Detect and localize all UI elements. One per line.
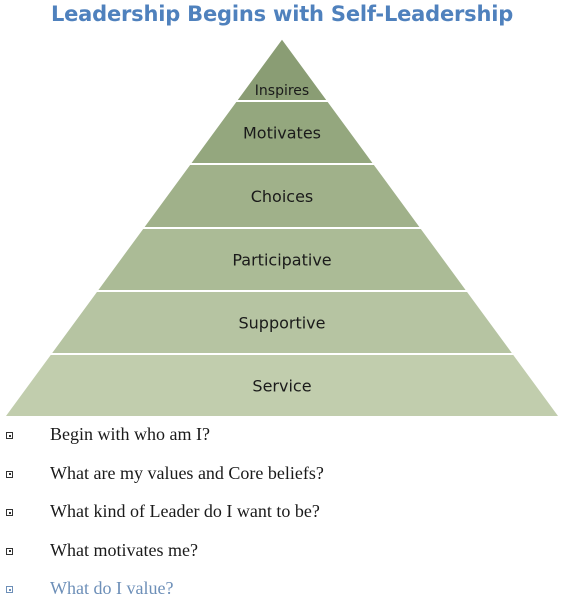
square-bullet-icon [6, 547, 13, 555]
square-bullet-icon [6, 470, 13, 478]
square-bullet-icon [6, 432, 13, 439]
bullet-text: What kind of Leader do I want to be? [50, 501, 320, 521]
pyramid-tier-label: Participative [232, 251, 331, 270]
bullet-list: Begin with who am I? What are my values … [0, 418, 564, 611]
page-title: Leadership Begins with Self-Leadership [50, 2, 514, 26]
pyramid-tier-label: Service [252, 377, 311, 396]
pyramid-tier-label: Inspires [255, 83, 309, 99]
leadership-pyramid: InspiresMotivatesChoicesParticipativeSup… [2, 36, 562, 418]
bullet-text: Begin with who am I? [50, 424, 210, 444]
list-item: What motivates me? [0, 534, 564, 573]
pyramid-tier [2, 353, 562, 418]
pyramid-tier-label: Choices [251, 187, 314, 206]
square-bullet-icon [6, 586, 13, 593]
list-item: What do I value? [0, 572, 564, 611]
bullet-text: What do I value? [50, 578, 174, 598]
pyramid-tier-label: Motivates [243, 124, 321, 143]
bullet-text: What motivates me? [50, 539, 198, 560]
list-item: Begin with who am I? [0, 418, 564, 457]
square-bullet-icon [6, 509, 13, 516]
bullet-text: What are my values and Core beliefs? [50, 462, 324, 483]
list-item: What are my values and Core beliefs? [0, 457, 564, 496]
pyramid-tiers: InspiresMotivatesChoicesParticipativeSup… [2, 36, 562, 418]
pyramid-tier-label: Supportive [238, 314, 325, 333]
list-item: What kind of Leader do I want to be? [0, 495, 564, 534]
